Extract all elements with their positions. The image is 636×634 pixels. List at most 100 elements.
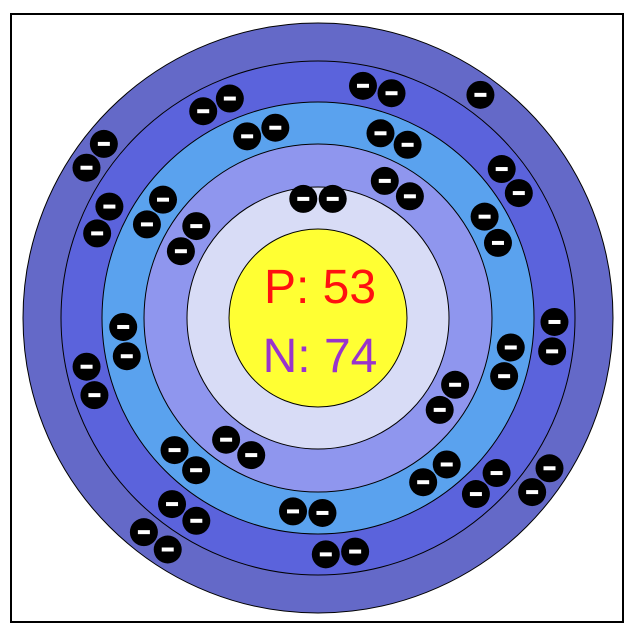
minus-sign-icon	[97, 141, 110, 146]
minus-sign-icon	[401, 142, 414, 147]
minus-sign-icon	[223, 96, 236, 101]
electron	[72, 153, 101, 182]
electron	[189, 97, 218, 126]
electron	[490, 362, 519, 391]
nucleus: P: 53 N: 74	[228, 228, 408, 408]
minus-sign-icon	[474, 92, 487, 97]
minus-sign-icon	[385, 91, 398, 96]
electrons-layer	[72, 71, 569, 569]
minus-sign-icon	[374, 131, 387, 136]
electron	[149, 185, 178, 214]
minus-sign-icon	[269, 125, 282, 130]
electron	[160, 436, 189, 465]
electron	[279, 497, 308, 526]
electron	[158, 490, 187, 519]
electron	[212, 425, 241, 454]
electron	[425, 395, 454, 424]
minus-sign-icon	[478, 214, 491, 219]
minus-sign-icon	[174, 249, 187, 254]
neutron-count: N: 74	[263, 330, 378, 383]
minus-sign-icon	[356, 83, 369, 88]
minus-sign-icon	[161, 547, 174, 552]
minus-sign-icon	[433, 407, 446, 412]
electron	[470, 202, 499, 231]
proton-count: P: 53	[264, 261, 376, 314]
minus-sign-icon	[190, 468, 203, 473]
electron	[318, 184, 347, 213]
minus-sign-icon	[120, 354, 133, 359]
minus-sign-icon	[490, 471, 503, 476]
electron	[153, 535, 182, 564]
minus-sign-icon	[440, 462, 453, 467]
electron	[182, 456, 211, 485]
electron	[409, 468, 438, 497]
electron	[182, 506, 211, 535]
electron	[80, 381, 109, 410]
electron	[233, 122, 262, 151]
minus-sign-icon	[103, 204, 116, 209]
electron	[215, 84, 244, 113]
minus-sign-icon	[546, 349, 559, 354]
electron	[72, 352, 101, 381]
minus-sign-icon	[168, 448, 181, 453]
minus-sign-icon	[469, 492, 482, 497]
minus-sign-icon	[349, 549, 362, 554]
minus-sign-icon	[80, 364, 93, 369]
minus-sign-icon	[326, 196, 339, 201]
minus-sign-icon	[319, 552, 332, 557]
minus-sign-icon	[137, 530, 150, 535]
minus-sign-icon	[449, 382, 462, 387]
minus-sign-icon	[91, 231, 104, 236]
electron	[518, 478, 547, 507]
minus-sign-icon	[403, 194, 416, 199]
minus-sign-icon	[241, 134, 254, 139]
minus-sign-icon	[512, 191, 525, 196]
minus-sign-icon	[498, 374, 511, 379]
minus-sign-icon	[543, 466, 556, 471]
electron	[441, 370, 470, 399]
minus-sign-icon	[417, 480, 430, 485]
electron	[487, 155, 516, 184]
minus-sign-icon	[80, 165, 93, 170]
electron	[348, 71, 377, 100]
electron	[166, 237, 195, 266]
minus-sign-icon	[166, 502, 179, 507]
minus-sign-icon	[297, 196, 310, 201]
minus-sign-icon	[491, 240, 504, 245]
electron	[496, 333, 525, 362]
minus-sign-icon	[190, 224, 203, 229]
electron	[95, 192, 124, 221]
minus-sign-icon	[495, 167, 508, 172]
electron	[89, 129, 118, 158]
electron	[393, 130, 422, 159]
electron	[377, 79, 406, 108]
electron	[504, 179, 533, 208]
minus-sign-icon	[504, 345, 517, 350]
minus-sign-icon	[140, 222, 153, 227]
electron	[237, 441, 266, 470]
electron	[483, 228, 512, 257]
minus-sign-icon	[197, 109, 210, 114]
minus-sign-icon	[190, 518, 203, 523]
electron	[132, 210, 161, 239]
minus-sign-icon	[157, 197, 170, 202]
electron	[461, 480, 490, 509]
minus-sign-icon	[88, 393, 101, 398]
electron	[538, 337, 567, 366]
electron	[341, 537, 370, 566]
electron	[432, 450, 461, 479]
electron	[395, 182, 424, 211]
minus-sign-icon	[220, 437, 233, 442]
electron	[83, 219, 112, 248]
electron	[482, 459, 511, 488]
minus-sign-icon	[526, 490, 539, 495]
electron	[261, 113, 290, 142]
minus-sign-icon	[316, 510, 329, 515]
electron	[129, 518, 158, 547]
electron	[311, 540, 340, 569]
electron	[289, 184, 318, 213]
minus-sign-icon	[287, 509, 300, 514]
electron	[182, 212, 211, 241]
electron	[308, 498, 337, 527]
